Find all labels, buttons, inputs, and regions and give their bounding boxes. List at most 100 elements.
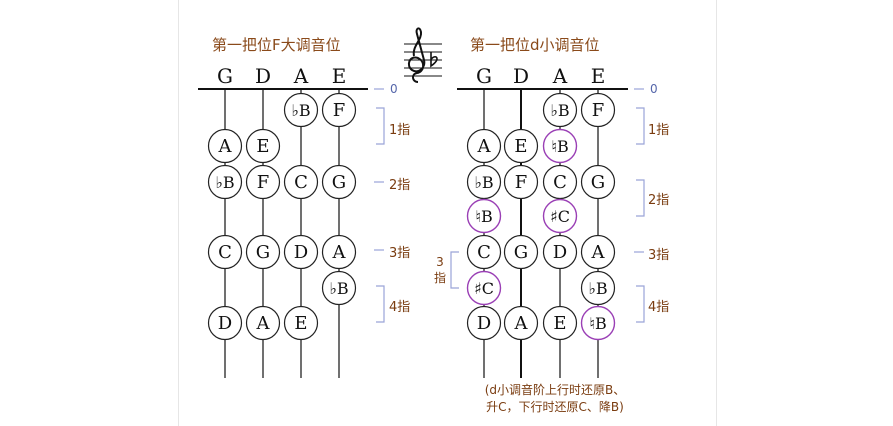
right-note-label-15: ♯C — [474, 279, 494, 298]
right-note-label-5: ♭B — [474, 173, 493, 192]
right-bracket-4 — [636, 285, 645, 323]
left-note-label-9: G — [256, 242, 270, 263]
right-note-label-2: A — [477, 136, 492, 157]
left-note-label-3: E — [256, 136, 269, 157]
left-note-label-0: ♭B — [291, 101, 310, 120]
right-note-label-19: E — [553, 313, 566, 334]
left-note-circle-6 — [283, 164, 319, 200]
right-note-17: D — [466, 305, 502, 341]
right-note-circle-6 — [503, 164, 539, 200]
left-note-3: E — [245, 128, 281, 164]
right-note-label-0: ♭B — [550, 101, 569, 120]
right-note-label-16: ♭B — [588, 279, 607, 298]
left-diagram-title: 第一把位F大调音位 — [212, 36, 341, 54]
right-note-14: A — [580, 234, 616, 270]
right-note-circle-20 — [580, 305, 616, 341]
left-note-circle-7 — [321, 164, 357, 200]
right-note-3: E — [503, 128, 539, 164]
right-finger-4-label: 4指 — [648, 300, 670, 315]
right-bracket-2 — [636, 179, 645, 217]
right-note-20: ♮B — [580, 305, 616, 341]
right-note-label-6: F — [515, 172, 528, 193]
right-note-15: ♯C — [466, 270, 502, 306]
minor-scale-note-line-2: 升C，下行时还原C、降B) — [486, 400, 624, 414]
right-diagram-title: 第一把位d小调音位 — [470, 36, 600, 54]
right-note-19: E — [542, 305, 578, 341]
left-string-label-g: G — [217, 64, 233, 88]
right-finger-3-label: 3指 — [648, 248, 670, 263]
right-note-7: C — [542, 164, 578, 200]
left-note-label-2: A — [218, 136, 233, 157]
left-note-7: G — [321, 164, 357, 200]
left-bracket-1 — [376, 107, 385, 145]
left-note-label-5: F — [257, 172, 270, 193]
right-note-circle-17 — [466, 305, 502, 341]
left-note-circle-4 — [207, 164, 243, 200]
left-note-10: D — [283, 234, 319, 270]
minor-scale-note-line-1: (d小调音阶上行时还原B、 — [484, 383, 626, 397]
left-note-15: E — [283, 305, 319, 341]
right-note-circle-10 — [542, 198, 578, 234]
left-note-circle-5 — [245, 164, 281, 200]
left-note-label-1: F — [333, 100, 346, 121]
right-note-circle-19 — [542, 305, 578, 341]
right-note-9: ♮B — [466, 198, 502, 234]
left-note-4: ♭B — [207, 164, 243, 200]
left-note-circle-14 — [245, 305, 281, 341]
right-note-circle-1 — [580, 92, 616, 128]
left-note-circle-11 — [321, 234, 357, 270]
left-note-2: A — [207, 128, 243, 164]
right-note-12: G — [503, 234, 539, 270]
right-note-circle-11 — [466, 234, 502, 270]
right-note-circle-7 — [542, 164, 578, 200]
frame-left-line — [178, 0, 179, 426]
left-note-label-10: D — [294, 242, 308, 263]
minor-scale-note: (d小调音阶上行时还原B、 升C，下行时还原C、降B) — [455, 382, 655, 416]
left-note-label-13: D — [218, 313, 232, 334]
left-note-8: C — [207, 234, 243, 270]
left-bracket-4 — [376, 285, 385, 323]
left-note-circle-13 — [207, 305, 243, 341]
left-finger-3-label: 3指 — [389, 246, 411, 261]
left-string-label-e: E — [331, 64, 347, 88]
right-string-label-g: G — [476, 64, 492, 88]
right-note-11: C — [466, 234, 502, 270]
right-note-circle-3 — [503, 128, 539, 164]
right-note-4: ♮B — [542, 128, 578, 164]
left-string-label-d: D — [254, 64, 272, 88]
left-note-circle-15 — [283, 305, 319, 341]
left-note-circle-0 — [283, 92, 319, 128]
right-note-13: D — [542, 234, 578, 270]
left-finger-1-label: 1指 — [389, 123, 411, 138]
left-note-9: G — [245, 234, 281, 270]
right-string-label-e: E — [590, 64, 606, 88]
left-note-label-6: C — [294, 172, 308, 193]
left-note-circle-1 — [321, 92, 357, 128]
left-note-12: ♭B — [321, 270, 357, 306]
treble-clef-with-flat-icon — [404, 27, 442, 83]
right-note-label-12: G — [514, 242, 528, 263]
right-note-label-20: ♮B — [589, 314, 606, 333]
right-note-circle-18 — [503, 305, 539, 341]
right-note-label-10: ♯C — [550, 207, 570, 226]
right-note-16: ♭B — [580, 270, 616, 306]
right-note-circle-14 — [580, 234, 616, 270]
left-note-14: A — [245, 305, 281, 341]
right-note-5: ♭B — [466, 164, 502, 200]
right-finger-2-label: 2指 — [648, 193, 670, 208]
left-note-11: A — [321, 234, 357, 270]
right-note-label-14: A — [591, 242, 606, 263]
left-open-string-label: 0 — [390, 82, 398, 96]
right-note-circle-8 — [580, 164, 616, 200]
left-note-circle-2 — [207, 128, 243, 164]
left-note-circle-8 — [207, 234, 243, 270]
left-note-label-8: C — [218, 242, 232, 263]
right-finger-1-label: 1指 — [648, 123, 670, 138]
right-note-8: G — [580, 164, 616, 200]
right-note-label-17: D — [477, 313, 491, 334]
right-note-1: F — [580, 92, 616, 128]
right-note-label-8: G — [591, 172, 605, 193]
